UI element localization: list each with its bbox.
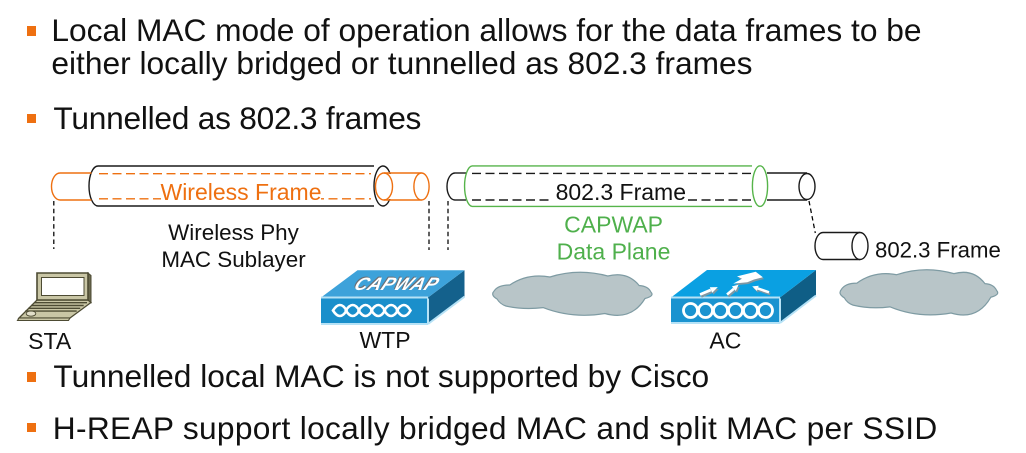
svg-text:AC: AC [709, 328, 741, 354]
svg-text:CAPWAP: CAPWAP [564, 211, 663, 237]
svg-text:MAC Sublayer: MAC Sublayer [161, 247, 306, 272]
svg-text:Wireless Phy: Wireless Phy [168, 220, 299, 245]
svg-text:CAPWAP: CAPWAP [350, 274, 442, 294]
svg-text:802.3 Frame: 802.3 Frame [875, 238, 1001, 263]
svg-text:STA: STA [28, 328, 72, 354]
svg-text:Wireless Frame: Wireless Frame [160, 179, 321, 205]
svg-text:CAPWAP: CAPWAP [350, 275, 442, 295]
svg-text:WTP: WTP [359, 327, 410, 353]
svg-text:Data Plane: Data Plane [557, 239, 671, 265]
svg-text:802.3 Frame: 802.3 Frame [556, 179, 686, 205]
